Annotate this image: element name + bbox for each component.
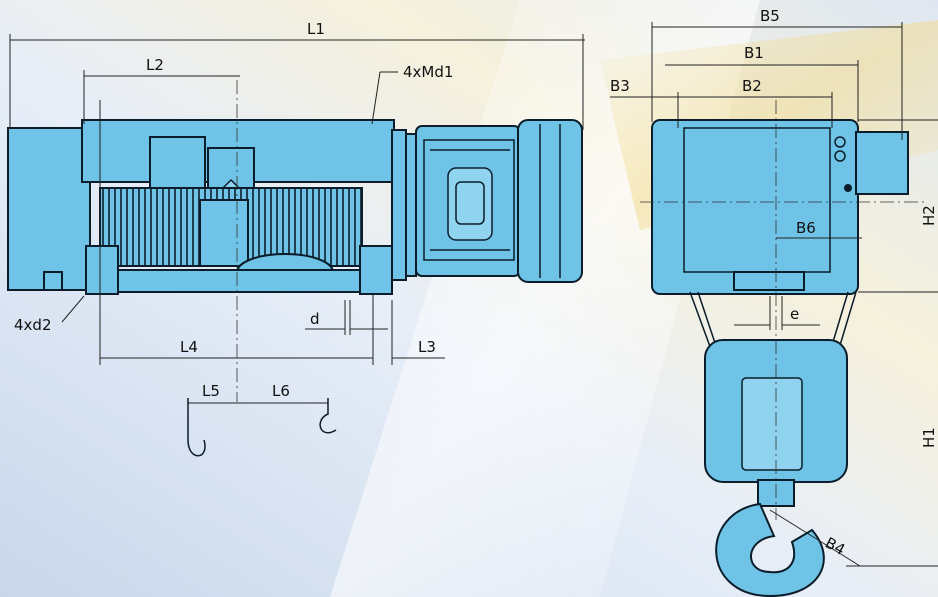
label-4xmd1: 4xMd1 bbox=[403, 63, 453, 81]
hoist-end-view bbox=[640, 100, 925, 597]
hoist-side-view bbox=[7, 80, 583, 402]
label-h2: H2 bbox=[920, 205, 938, 226]
side-view-dimensions bbox=[9, 34, 585, 457]
label-l3: L3 bbox=[418, 338, 436, 356]
label-l5: L5 bbox=[202, 382, 220, 400]
label-l2: L2 bbox=[146, 56, 164, 74]
label-b5: B5 bbox=[760, 7, 780, 25]
label-b2: B2 bbox=[742, 77, 762, 95]
label-h1: H1 bbox=[920, 427, 938, 448]
label-b6: B6 bbox=[796, 219, 816, 237]
label-l4: L4 bbox=[180, 338, 198, 356]
label-b3: B3 bbox=[610, 77, 630, 95]
label-l6: L6 bbox=[272, 382, 290, 400]
label-d: d bbox=[310, 310, 320, 328]
label-l1: L1 bbox=[307, 20, 325, 38]
label-e: e bbox=[790, 305, 799, 323]
end-view-dimensions bbox=[610, 22, 938, 567]
label-4xd2: 4xd2 bbox=[14, 316, 52, 334]
label-b1: B1 bbox=[744, 44, 764, 62]
